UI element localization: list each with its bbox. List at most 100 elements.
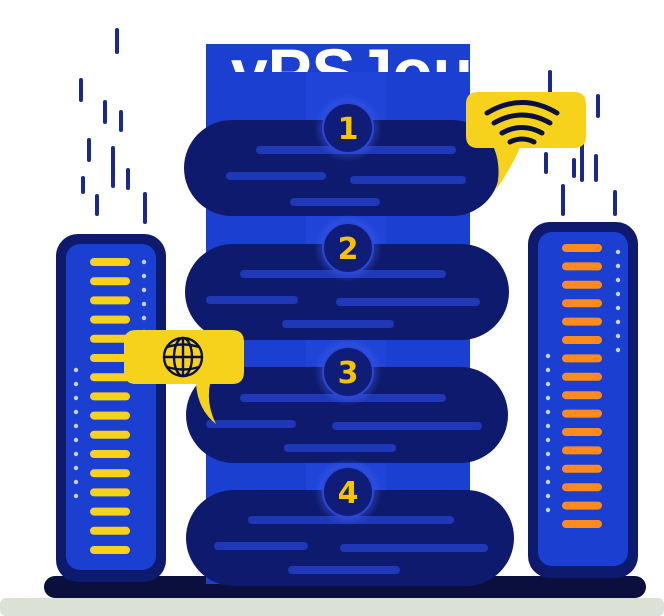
server-unit-line	[206, 296, 298, 304]
server-unit-line	[206, 420, 296, 428]
globe-icon	[162, 336, 204, 378]
right-led-dot	[545, 493, 551, 499]
step-badge-3: 3	[314, 338, 382, 406]
page-title: vPSJou	[231, 35, 473, 109]
right-drive-slot	[562, 464, 602, 473]
left-led-dot	[73, 367, 79, 373]
data-streaks-left	[79, 28, 147, 224]
server-unit-body	[186, 490, 514, 586]
left-led-dot	[73, 395, 79, 401]
server-unit-body	[184, 120, 500, 216]
left-led-dot	[73, 409, 79, 415]
left-drive-slot	[90, 430, 130, 439]
server-unit-body	[186, 367, 508, 463]
right-led-dot	[545, 367, 551, 373]
server-unit-2	[185, 244, 509, 340]
right-drive-slot	[562, 299, 602, 308]
server-unit-4	[186, 490, 514, 586]
right-led-dot	[545, 423, 551, 429]
server-stack: 1 2 3 4	[184, 94, 514, 586]
left-led-dot	[73, 437, 79, 443]
left-drive-slot	[90, 450, 130, 458]
left-drive-slot	[90, 315, 130, 324]
badge-circle	[322, 466, 374, 518]
left-drive-slot	[90, 411, 130, 420]
right-server-slots	[562, 244, 602, 528]
right-drive-slot	[562, 446, 602, 455]
left-drive-slot	[90, 488, 130, 497]
right-led-dot	[615, 347, 621, 353]
badge-circle	[322, 102, 374, 154]
left-led-dot	[73, 381, 79, 387]
left-led-dot	[141, 287, 147, 293]
right-led-dot	[545, 465, 551, 471]
left-led-dot	[73, 493, 79, 499]
wifi-bubble	[466, 92, 586, 190]
left-drive-slot	[90, 469, 130, 478]
right-led-dot	[615, 333, 621, 339]
floor-shadow	[0, 598, 664, 616]
left-drive-slot	[90, 546, 130, 554]
server-unit-line	[282, 320, 394, 328]
left-led-dot	[141, 301, 147, 307]
badge-number: 1	[338, 112, 359, 147]
left-led-dot	[73, 451, 79, 457]
server-unit-line	[226, 172, 326, 180]
left-drive-slot	[90, 507, 130, 516]
right-led-dot	[615, 277, 621, 283]
step-badge-2: 2	[314, 214, 382, 282]
right-led-dot	[615, 319, 621, 325]
right-drive-slot	[562, 317, 602, 326]
left-led-dot	[73, 423, 79, 429]
right-drive-slot	[562, 280, 602, 289]
server-unit-1	[184, 120, 500, 216]
left-led-dot	[73, 479, 79, 485]
server-unit-line	[350, 176, 466, 184]
badge-circle	[322, 346, 374, 398]
left-server-slots	[90, 258, 130, 554]
right-led-dot	[545, 507, 551, 513]
right-server-leds	[545, 249, 621, 513]
right-led-dot	[615, 249, 621, 255]
right-led-dot	[545, 451, 551, 457]
left-drive-slot	[90, 334, 130, 343]
left-led-dot	[141, 315, 147, 321]
right-led-dot	[615, 263, 621, 269]
left-drive-slot	[90, 373, 130, 382]
server-unit-line	[336, 298, 480, 306]
wifi-icon	[484, 100, 560, 145]
left-drive-slot	[90, 277, 130, 286]
left-server-tower	[56, 234, 166, 582]
right-drive-slot	[562, 391, 602, 400]
right-led-dot	[615, 305, 621, 311]
badge-number: 2	[338, 232, 359, 267]
server-unit-line	[332, 422, 482, 430]
server-unit-line	[290, 198, 380, 206]
left-led-dot	[73, 465, 79, 471]
server-unit-line	[214, 542, 308, 550]
right-drive-slot	[562, 483, 602, 492]
badge-number: 4	[338, 476, 359, 511]
server-unit-line	[284, 444, 396, 452]
right-drive-slot	[562, 336, 602, 344]
right-drive-slot	[562, 372, 602, 381]
step-badge-4: 4	[314, 458, 382, 526]
right-led-dot	[545, 395, 551, 401]
right-drive-slot	[562, 262, 602, 271]
left-drive-slot	[90, 526, 130, 535]
globe-bubble	[124, 330, 244, 424]
right-drive-slot	[562, 409, 602, 418]
right-drive-slot	[562, 354, 602, 363]
left-led-dot	[141, 259, 147, 265]
right-led-dot	[545, 409, 551, 415]
right-led-dot	[615, 291, 621, 297]
server-unit-line	[288, 566, 400, 574]
right-drive-slot	[562, 520, 602, 528]
left-led-dot	[141, 273, 147, 279]
right-drive-slot	[562, 501, 602, 510]
right-led-dot	[545, 437, 551, 443]
left-drive-slot	[90, 296, 130, 305]
right-server-tower	[528, 222, 638, 578]
step-badge-1: 1	[314, 94, 382, 162]
